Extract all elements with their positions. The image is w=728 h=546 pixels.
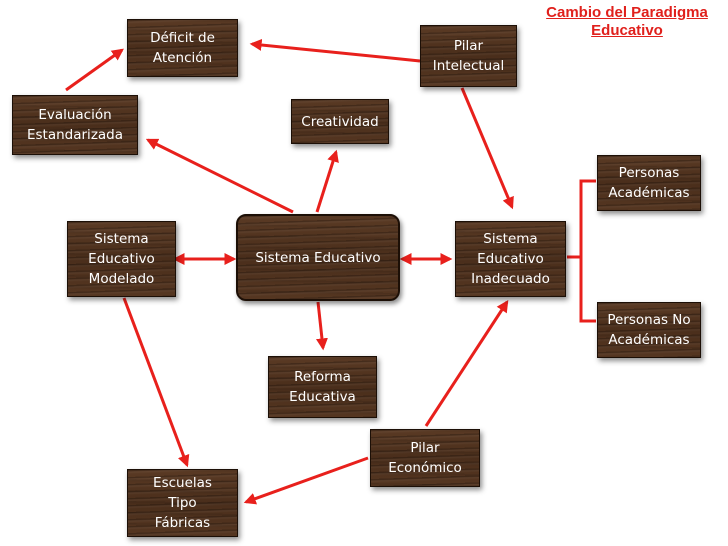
node-escuelas-tipo-fabricas: Escuelas Tipo Fábricas xyxy=(127,469,238,537)
arrow-pilar-intelectual-to-deficit xyxy=(249,38,421,63)
node-reforma-educativa: Reforma Educativa xyxy=(268,356,377,418)
arrow-pilar-economico-to-inadecuado xyxy=(424,299,509,427)
node-sistema-educativo-modelado: Sistema Educativo Modelado xyxy=(67,221,176,297)
node-evaluacion-estandarizada: Evaluación Estandarizada xyxy=(12,95,138,155)
diagram-title: Cambio del Paradigma Educativo xyxy=(546,4,708,39)
node-pilar-intelectual: Pilar Intelectual xyxy=(420,25,517,87)
node-personas-no-academicas: Personas No Académicas xyxy=(597,302,701,358)
node-personas-academicas: Personas Académicas xyxy=(597,155,701,211)
bracket-personas xyxy=(579,179,596,323)
arrow-sistema-to-creatividad xyxy=(315,149,339,213)
arrow-pilar-economico-to-escuelas xyxy=(243,456,369,505)
node-deficit-atencion: Déficit de Atención xyxy=(127,19,238,77)
node-sistema-educativo: Sistema Educativo xyxy=(236,214,400,301)
arrow-sistema-to-evaluacion xyxy=(145,138,294,214)
node-creatividad: Creatividad xyxy=(291,99,389,144)
arrow-pilar-intelectual-to-inadecuado xyxy=(460,87,514,210)
arrow-evaluacion-to-deficit xyxy=(65,48,124,92)
arrow-modelado-to-escuelas xyxy=(122,297,190,468)
node-pilar-economico: Pilar Económico xyxy=(370,429,480,487)
arrow-sistema-to-reforma xyxy=(315,301,328,351)
node-sistema-educativo-inadecuado: Sistema Educativo Inadecuado xyxy=(455,221,566,297)
